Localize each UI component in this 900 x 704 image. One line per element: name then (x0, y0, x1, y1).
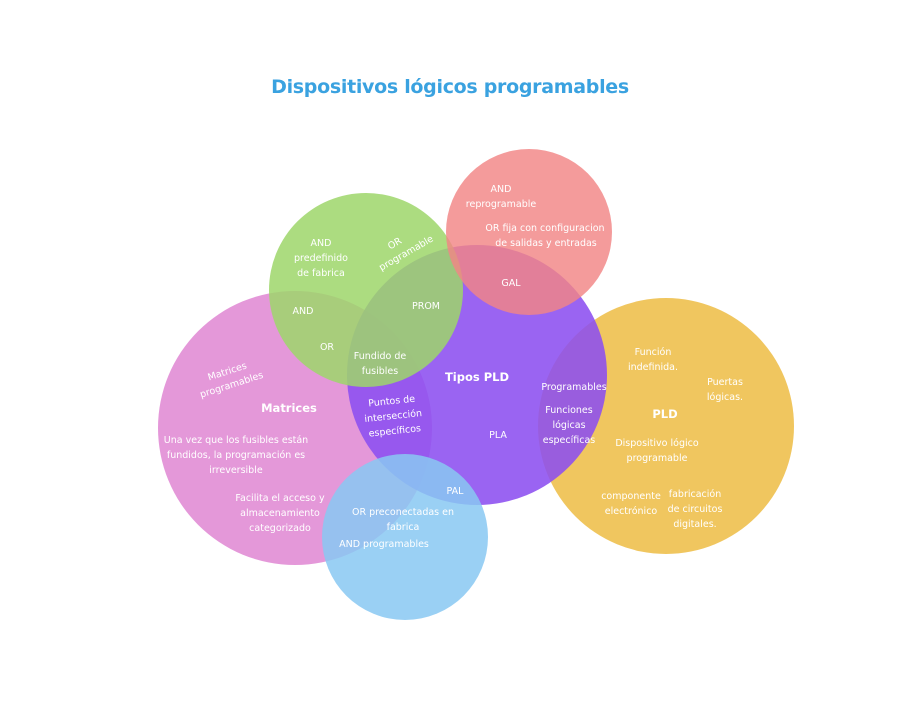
label-funcion-1: Función (635, 347, 672, 358)
label-and: AND (293, 306, 314, 317)
label-gal-or-2: de salidas y entradas (495, 238, 597, 249)
label-prom: PROM (412, 301, 440, 312)
label-puntos-1: Puntos de (368, 394, 416, 410)
label-gal-and-reprogramable: reprogramable (466, 199, 537, 210)
label-irrev-3: irreversible (209, 465, 263, 476)
label-componente-1: componente (601, 491, 661, 502)
label-pal-or-1: OR preconectadas en (352, 507, 454, 518)
label-irrev-1: Una vez que los fusibles están (164, 435, 308, 446)
label-gal-and: AND (491, 184, 512, 195)
circle-gal[interactable] (446, 149, 612, 315)
label-puntos-3: específicos (368, 423, 421, 439)
label-pal-or-2: fabrica (387, 522, 420, 533)
label-dispositivo-2: programable (627, 453, 688, 464)
label-prom-and-1: AND (311, 238, 332, 249)
label-irrev-2: fundidos, la programación es (167, 450, 305, 461)
label-fabricacion-1: fabricación (669, 489, 721, 500)
label-componente-2: electrónico (605, 506, 658, 517)
label-pal-and: AND programables (339, 539, 429, 550)
circle-prom[interactable] (269, 193, 463, 387)
label-prom-and-2: predefinido (294, 253, 348, 264)
label-gal-or-1: OR fija con configuracion (485, 223, 604, 234)
circle-pal[interactable] (322, 454, 488, 620)
label-pal: PAL (447, 486, 465, 497)
label-fundido-1: Fundido de (354, 351, 407, 362)
label-dispositivo-1: Dispositivo lógico (615, 438, 698, 449)
label-pla: PLA (489, 430, 507, 441)
label-fabricacion-2: de circuitos (668, 504, 723, 515)
label-prom-and-3: de fabrica (297, 268, 345, 279)
label-puntos: Puntos de intersección específicos (364, 394, 423, 440)
label-puertas-1: Puertas (707, 377, 743, 388)
label-fundido-2: fusibles (362, 366, 398, 377)
label-puertas-2: lógicas. (707, 392, 743, 403)
label-funciones-2: lógicas (552, 420, 585, 431)
label-fabricacion-3: digitales. (673, 519, 716, 530)
label-funciones-1: Funciones (545, 405, 593, 416)
label-tipos-pld: Tipos PLD (445, 370, 509, 384)
label-facilita-1: Facilita el acceso y (235, 493, 325, 504)
label-programables: Programables (541, 382, 606, 393)
label-funciones-3: específicas (543, 435, 596, 446)
label-or: OR (320, 342, 334, 353)
label-funcion-2: indefinida. (628, 362, 678, 373)
diagram-title: Dispositivos lógicos programables (271, 76, 629, 98)
label-matrices: Matrices (261, 401, 317, 415)
label-gal: GAL (501, 278, 521, 289)
label-facilita-3: categorizado (249, 523, 311, 534)
label-pld: PLD (652, 407, 677, 421)
label-facilita-2: almacenamiento (240, 508, 320, 519)
